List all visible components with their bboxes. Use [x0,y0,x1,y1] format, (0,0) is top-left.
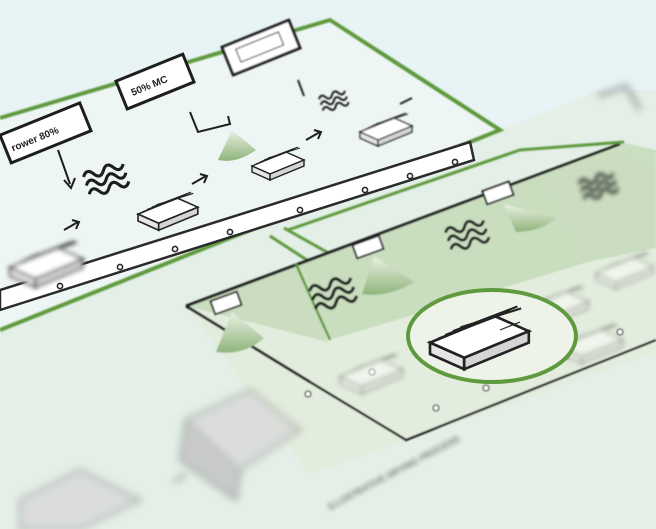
magnifier-circle-icon [408,290,576,382]
